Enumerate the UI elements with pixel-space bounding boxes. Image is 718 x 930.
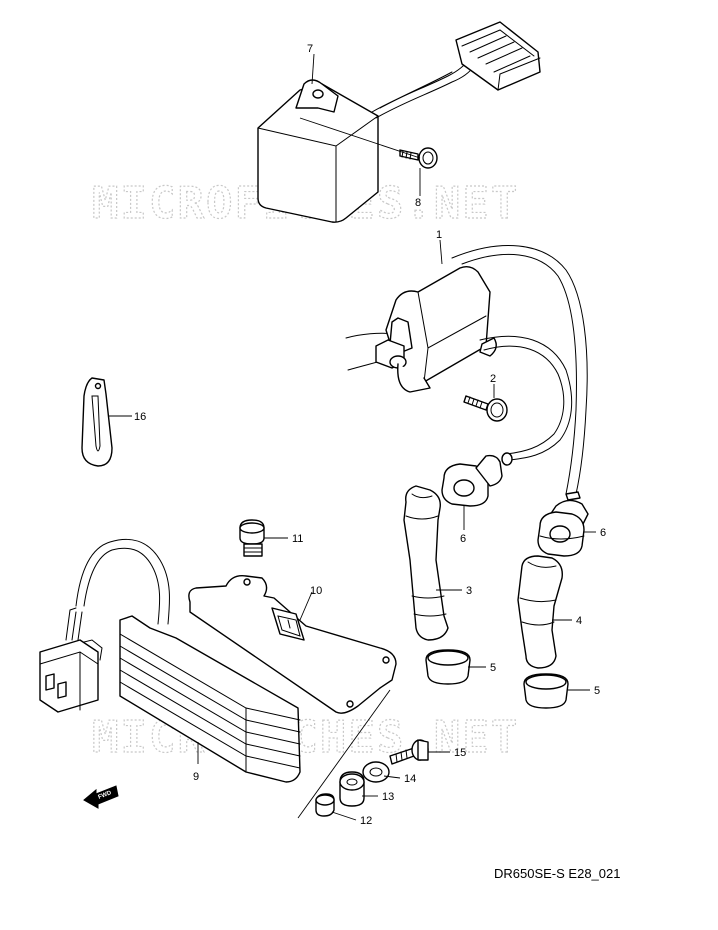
fwd-arrow-icon: FWD [83, 785, 119, 809]
callout-2: 2 [490, 373, 496, 385]
callout-15: 15 [454, 747, 466, 759]
bracket-clip[interactable] [81, 377, 113, 467]
fwd-label: FWD [98, 790, 114, 801]
callout-13: 13 [382, 791, 394, 803]
washer-14[interactable] [362, 761, 390, 783]
spark-plug-cap-4[interactable] [517, 555, 563, 669]
seal-5-left[interactable] [425, 649, 471, 685]
plug-cap-6-left[interactable] [441, 454, 503, 507]
screw-2[interactable] [463, 395, 508, 422]
callout-8: 8 [415, 197, 421, 209]
screw-8[interactable] [399, 147, 438, 169]
callout-16: 16 [134, 411, 146, 423]
seal-5-right[interactable] [523, 673, 569, 709]
callout-7: 7 [307, 43, 313, 55]
callout-5-right: 5 [594, 685, 600, 697]
callout-6-right: 6 [600, 527, 606, 539]
mounting-bracket[interactable] [188, 575, 397, 714]
callout-10: 10 [310, 585, 322, 597]
ignition-coil[interactable] [345, 245, 589, 531]
callout-3: 3 [466, 585, 472, 597]
plug-cap-6-right[interactable] [537, 511, 585, 557]
bolt-15[interactable] [389, 739, 429, 765]
diagram-code: DR650SE-S E28_021 [494, 866, 621, 881]
regulator-rectifier[interactable] [39, 538, 301, 783]
bolt-11[interactable] [239, 519, 265, 557]
spark-plug-cap-3[interactable] [403, 485, 449, 641]
callout-4: 4 [576, 615, 582, 627]
callout-1: 1 [436, 229, 442, 241]
callout-numbers: 7 8 1 2 16 6 3 5 6 4 5 11 10 9 15 14 13 … [134, 43, 606, 827]
callout-14: 14 [404, 773, 416, 785]
leader-lines [108, 53, 596, 821]
callout-12: 12 [360, 815, 372, 827]
callout-11: 11 [292, 533, 303, 545]
grommet-13[interactable] [339, 771, 365, 807]
cdi-unit[interactable] [257, 21, 541, 223]
callout-6-left: 6 [460, 533, 466, 545]
collar-12[interactable] [315, 793, 335, 817]
callout-5-left: 5 [490, 662, 496, 674]
callout-9: 9 [193, 771, 199, 783]
